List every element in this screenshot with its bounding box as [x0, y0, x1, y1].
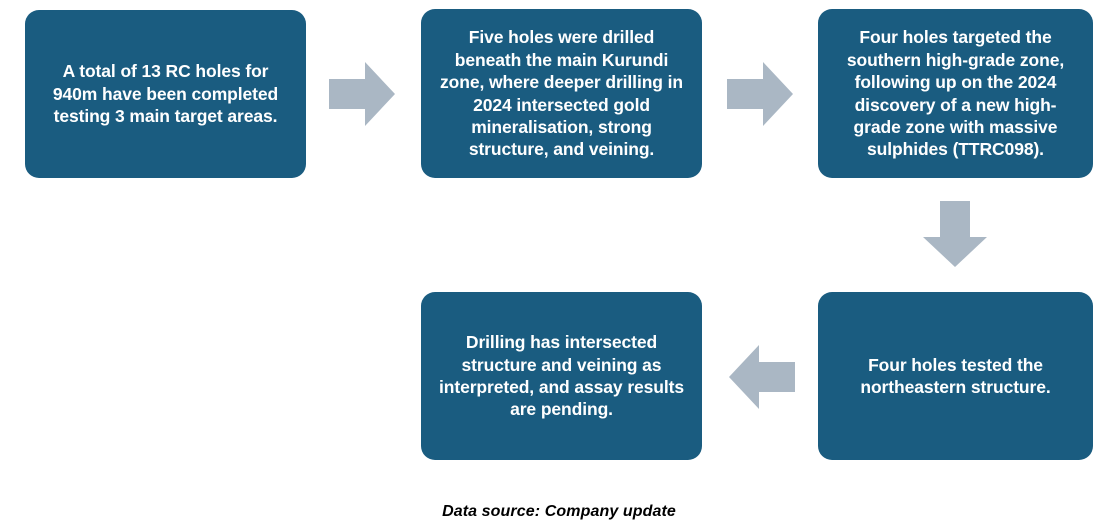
flow-node-northeastern-structure-holes: Four holes tested the northeastern struc… [818, 292, 1093, 460]
flow-node-total-holes-completed: A total of 13 RC holes for 940m have bee… [25, 10, 306, 178]
arrow-right-icon [727, 62, 793, 126]
flow-node-label: Four holes targeted the southern high-gr… [846, 27, 1065, 160]
data-source-caption: Data source: Company update [442, 503, 676, 520]
flow-node-label: Five holes were drilled beneath the main… [439, 27, 684, 160]
flow-node-assay-results-pending: Drilling has intersected structure and v… [421, 292, 702, 460]
arrow-left-icon [729, 345, 795, 409]
arrow-right-icon [329, 62, 395, 126]
flow-node-label: Four holes tested the northeastern struc… [860, 354, 1051, 397]
flow-node-southern-high-grade-zone-holes: Four holes targeted the southern high-gr… [818, 9, 1093, 178]
flow-node-kurundi-zone-holes: Five holes were drilled beneath the main… [421, 9, 702, 178]
flow-node-label: A total of 13 RC holes for 940m have bee… [52, 61, 279, 127]
flow-node-label: Drilling has intersected structure and v… [438, 332, 685, 420]
arrow-down-icon [923, 201, 987, 267]
